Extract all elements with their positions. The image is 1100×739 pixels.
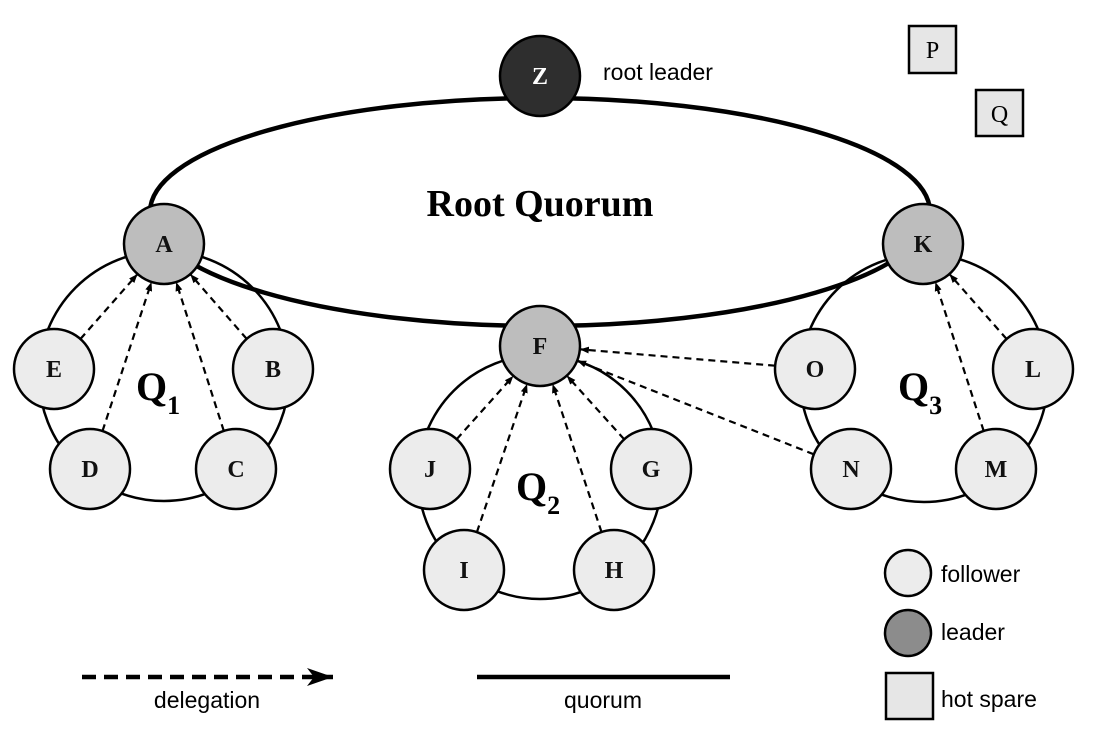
delegation-o-f xyxy=(579,346,776,367)
delegation-d-a xyxy=(101,281,153,432)
node-h-circle xyxy=(572,528,656,612)
node-d: D xyxy=(48,427,132,511)
node-e-circle xyxy=(12,327,96,411)
node-n: N xyxy=(809,427,893,511)
node-c: C xyxy=(194,427,278,511)
legend-leader-label: leader xyxy=(941,619,1005,645)
node-a-label: A xyxy=(155,232,173,258)
node-c-circle xyxy=(194,427,278,511)
hot-spare-p: P xyxy=(907,24,958,75)
node-a: A xyxy=(122,202,206,286)
node-d-label: D xyxy=(81,457,98,483)
root-quorum-title: Root Quorum xyxy=(427,183,654,225)
node-i-label: I xyxy=(459,558,468,584)
hot-spare-q: Q xyxy=(974,88,1025,138)
delegation-j-f xyxy=(455,375,514,440)
node-i: I xyxy=(422,528,506,612)
node-j: J xyxy=(388,427,472,511)
node-k-label: K xyxy=(914,232,933,258)
node-l-circle xyxy=(991,327,1075,411)
sub-quorum-rings xyxy=(37,249,1050,601)
node-l: L xyxy=(991,327,1075,411)
delegation-e-a xyxy=(79,274,138,340)
delegation-n-f xyxy=(577,360,815,456)
node-h-label: H xyxy=(605,558,624,584)
delegation-m-k xyxy=(934,282,985,432)
quorum-label-q2: Q2 xyxy=(516,464,560,520)
node-z-circle xyxy=(498,34,582,118)
node-g: G xyxy=(609,427,693,511)
node-g-circle xyxy=(609,427,693,511)
node-k-circle xyxy=(881,202,965,286)
delegation-edges xyxy=(79,274,1008,533)
node-j-label: J xyxy=(424,457,436,483)
node-n-circle xyxy=(809,427,893,511)
delegation-b-a xyxy=(190,274,248,340)
node-f-label: F xyxy=(533,334,548,360)
node-f-circle xyxy=(498,304,582,388)
node-o-label: O xyxy=(806,357,825,383)
delegation-g-f xyxy=(566,375,626,441)
node-e: E xyxy=(12,327,96,411)
node-i-circle xyxy=(422,528,506,612)
node-k: K xyxy=(881,202,965,286)
delegation-h-f xyxy=(551,383,603,533)
hot-spare-q-label: Q xyxy=(991,102,1008,128)
legend-delegation-label: delegation xyxy=(154,687,260,713)
node-d-circle xyxy=(48,427,132,511)
legend: follower leader hot spare delegation quo… xyxy=(82,548,1037,721)
nodes: Z A K F E B D C J G I H O L N M xyxy=(12,34,1075,612)
node-l-label: L xyxy=(1025,357,1041,383)
node-b: B xyxy=(231,327,315,411)
legend-follower-swatch xyxy=(883,548,933,598)
delegation-c-a xyxy=(175,282,225,432)
quorum-label-q1: Q1 xyxy=(136,364,180,420)
hot-spare-p-label: P xyxy=(926,38,939,64)
node-e-label: E xyxy=(46,357,62,383)
legend-leader-swatch xyxy=(883,608,933,658)
node-h: H xyxy=(572,528,656,612)
node-j-circle xyxy=(388,427,472,511)
node-m-label: M xyxy=(985,457,1008,483)
node-m: M xyxy=(954,427,1038,511)
node-g-label: G xyxy=(642,457,661,483)
node-b-label: B xyxy=(265,357,281,383)
legend-hot-spare-swatch xyxy=(884,671,935,721)
quorum-label-q3: Q3 xyxy=(898,364,942,420)
node-z-label: Z xyxy=(532,64,548,90)
node-a-circle xyxy=(122,202,206,286)
node-c-label: C xyxy=(227,457,244,483)
node-b-circle xyxy=(231,327,315,411)
legend-follower-label: follower xyxy=(941,561,1021,587)
root-leader-label: root leader xyxy=(603,59,713,85)
legend-quorum-label: quorum xyxy=(564,687,642,713)
delegation-i-f xyxy=(475,383,528,533)
node-n-label: N xyxy=(842,457,860,483)
node-m-circle xyxy=(954,427,1038,511)
node-o: O xyxy=(773,327,857,411)
legend-hot-spare-label: hot spare xyxy=(941,686,1037,712)
delegation-l-k xyxy=(949,274,1008,340)
node-o-circle xyxy=(773,327,857,411)
node-z: Z xyxy=(498,34,582,118)
node-f: F xyxy=(498,304,582,388)
